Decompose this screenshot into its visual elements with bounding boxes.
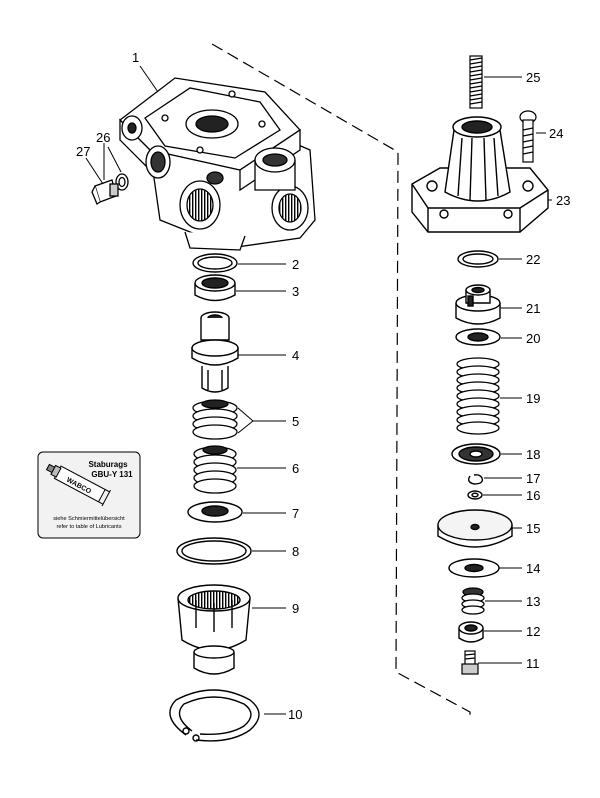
part-label-23: 23	[556, 193, 570, 208]
housing-part-9	[177, 584, 251, 675]
adjusting-piece-part-21	[455, 284, 501, 325]
sealing-ring-part-26	[115, 173, 129, 191]
part-label-3: 3	[292, 284, 299, 299]
part-label-13: 13	[526, 594, 540, 609]
washer-part-20	[455, 328, 501, 346]
part-label-24: 24	[549, 126, 563, 141]
o-ring-part-2	[192, 253, 238, 273]
part-label-26: 26	[96, 130, 110, 145]
screw-part-24	[519, 110, 537, 163]
part-label-22: 22	[526, 252, 540, 267]
part-label-7: 7	[292, 506, 299, 521]
disc-part-14	[448, 558, 500, 578]
part-label-19: 19	[526, 391, 540, 406]
spring-part-19	[456, 357, 500, 435]
part-number-labels: 1 2 3 4 5 6 7 8 9 10 11 12 13 14 15 16 1…	[76, 50, 570, 722]
screw-plug-part-27	[91, 179, 119, 205]
part-label-4: 4	[292, 348, 299, 363]
part-label-27: 27	[76, 144, 90, 159]
part-label-12: 12	[526, 624, 540, 639]
part-label-14: 14	[526, 561, 540, 576]
cover-part-23	[411, 116, 549, 233]
part-label-8: 8	[292, 544, 299, 559]
spring-seat-part-7	[187, 501, 243, 523]
piston-part-4	[191, 311, 239, 393]
part-label-6: 6	[292, 461, 299, 476]
part-label-16: 16	[526, 488, 540, 503]
part-label-21: 21	[526, 301, 540, 316]
part-label-17: 17	[526, 471, 540, 486]
leader-lines	[85, 65, 552, 715]
part-label-15: 15	[526, 521, 540, 536]
o-ring-part-8	[176, 537, 252, 565]
valve-seat-part-12	[458, 621, 484, 643]
threaded-rod-part-25	[469, 55, 483, 109]
diaphragm-part-15	[437, 509, 513, 548]
valve-screw-part-11	[461, 650, 479, 675]
spring-part-13	[461, 587, 485, 615]
grooved-ring-part-3	[194, 274, 236, 302]
part-label-11: 11	[526, 656, 540, 671]
spring-plate-part-18	[451, 443, 501, 465]
lubricant-grade: GBU-Y 131	[91, 470, 133, 479]
part-label-18: 18	[526, 447, 540, 462]
part-label-20: 20	[526, 331, 540, 346]
lubricant-note-english: refer to table of Lubricants	[57, 524, 122, 530]
assembly-dashed-outline	[211, 43, 471, 718]
lubricant-info-box: Staburags GBU-Y 131 WABCO siehe Schmierm…	[37, 451, 141, 539]
circlip-part-10	[169, 689, 260, 742]
lubricant-note-german: siehe Schmiermittelübersicht	[53, 516, 125, 522]
part-label-9: 9	[292, 601, 299, 616]
spring-part-6	[193, 445, 237, 494]
part-label-5: 5	[292, 414, 299, 429]
part-label-25: 25	[526, 70, 540, 85]
small-ring-part-16	[467, 490, 483, 500]
springs-part-5	[192, 399, 238, 440]
part-label-2: 2	[292, 257, 299, 272]
part-label-1: 1	[132, 50, 139, 65]
lubricant-name: Staburags	[88, 460, 128, 469]
o-ring-part-22	[457, 250, 499, 268]
part-label-10: 10	[288, 707, 302, 722]
retaining-clip-part-17	[467, 474, 484, 485]
valve-body-part-1	[119, 77, 316, 251]
